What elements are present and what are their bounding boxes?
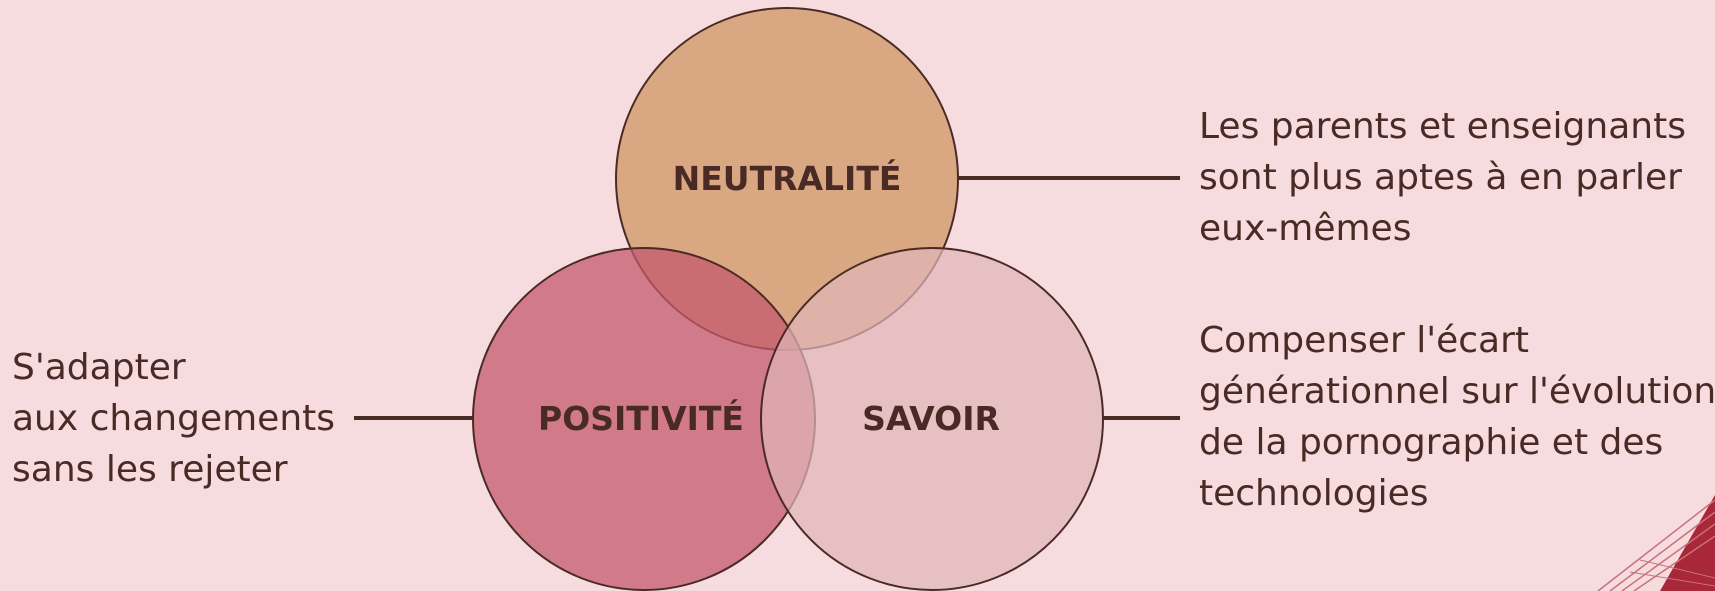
note-line: eux-mêmes <box>1199 208 1412 249</box>
note-line: générationnel sur l'évolution <box>1199 371 1715 412</box>
note-left: S'adapter aux changements sans les rejet… <box>12 342 335 495</box>
note-line: sans les rejeter <box>12 449 288 490</box>
note-line: sont plus aptes à en parler <box>1199 157 1682 198</box>
note-line: technologies <box>1199 473 1429 514</box>
note-line: de la pornographie et des <box>1199 422 1664 463</box>
note-top-right: Les parents et enseignants sont plus apt… <box>1199 101 1686 254</box>
note-line: Les parents et enseignants <box>1199 106 1686 147</box>
corner-decoration <box>1597 495 1715 591</box>
circle-savoir <box>760 247 1104 591</box>
label-savoir: SAVOIR <box>862 399 1000 438</box>
label-neutralite: NEUTRALITÉ <box>673 158 902 198</box>
label-positivite: POSITIVITÉ <box>538 398 744 438</box>
note-line: aux changements <box>12 398 336 439</box>
note-bottom-right: Compenser l'écart générationnel sur l'év… <box>1199 315 1715 519</box>
note-line: S'adapter <box>12 347 186 388</box>
note-line: Compenser l'écart <box>1199 320 1530 361</box>
